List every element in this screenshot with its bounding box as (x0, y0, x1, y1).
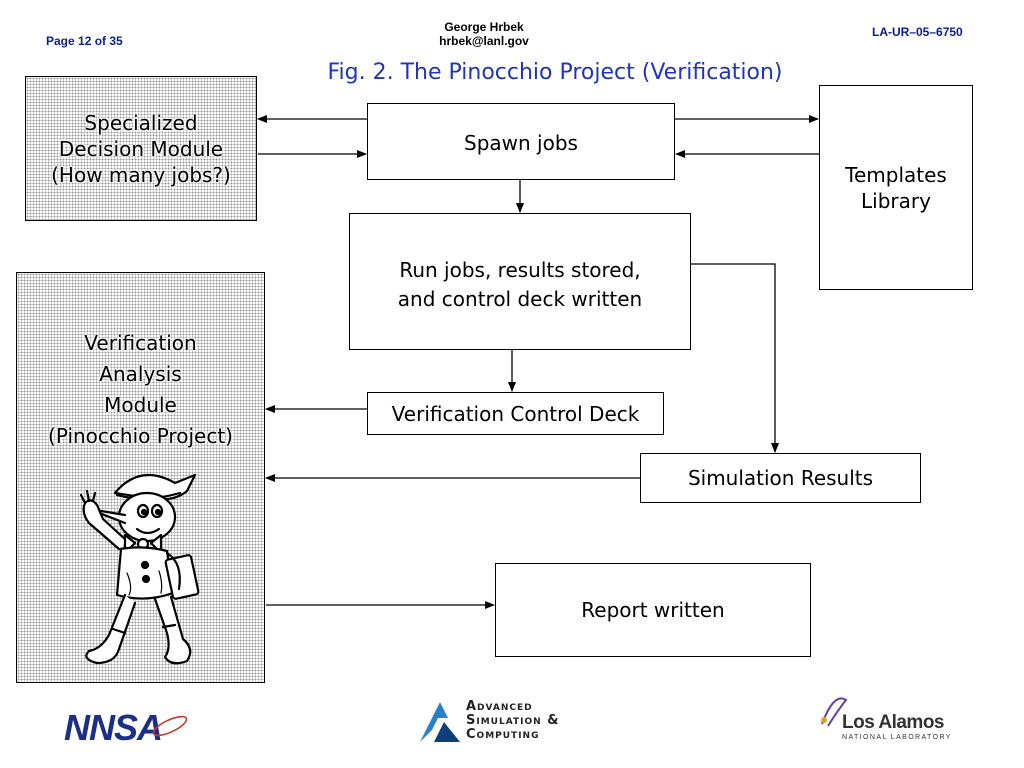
lanl-logo-subtext: NATIONAL LABORATORY (842, 734, 952, 741)
simulation-results-label: Simulation Results (687, 466, 874, 490)
asc-logo: Advanced Simulation & Computing (418, 700, 598, 746)
spawn-jobs-box: Spawn jobs (367, 103, 675, 180)
templates-library-box: Templates Library (819, 85, 973, 290)
run-jobs-line1: Run jobs, results stored, (399, 258, 641, 282)
verification-module-line1: Verification (84, 331, 197, 355)
report-written-box: Report written (495, 563, 811, 657)
templates-library-label: Templates Library (845, 162, 947, 214)
verification-module-line3: Module (104, 393, 177, 417)
decision-module-box: Specialized Decision Module (How many jo… (25, 76, 257, 221)
author-name: George Hrbek (444, 20, 524, 34)
run-jobs-box: Run jobs, results stored, and control de… (349, 213, 691, 350)
lanl-logo: Los Alamos NATIONAL LABORATORY (814, 690, 964, 746)
control-deck-box: Verification Control Deck (367, 392, 664, 435)
run-jobs-line2: and control deck written (397, 287, 643, 311)
verification-module-line2: Analysis (99, 362, 182, 386)
asc-logo-text: Advanced Simulation & Computing (466, 700, 560, 742)
lanl-logo-icon (821, 697, 848, 727)
verification-module-label: Verification Analysis Module (Pinocchio … (48, 328, 233, 452)
decision-module-line1: Specialized (84, 110, 198, 135)
spawn-jobs-label: Spawn jobs (464, 131, 578, 155)
verification-module-line4: (Pinocchio Project) (48, 424, 233, 448)
decision-module-line3: (How many jobs?) (51, 162, 231, 187)
report-written-label: Report written (581, 598, 725, 622)
figure-title: Fig. 2. The Pinocchio Project (Verificat… (327, 60, 783, 85)
author-email: hrbek@lanl.gov (439, 34, 529, 48)
asc-logo-line3: Computing (466, 727, 540, 742)
templates-library-line2: Library (861, 188, 931, 213)
page-number: Page 12 of 35 (46, 34, 123, 48)
simulation-results-box: Simulation Results (640, 453, 921, 503)
run-jobs-label: Run jobs, results stored, and control de… (398, 256, 642, 314)
arrow-run-to-results (691, 263, 779, 453)
lanl-logo-text: Los Alamos (842, 712, 945, 733)
control-deck-label: Verification Control Deck (391, 401, 640, 426)
asc-logo-line2: Simulation & (466, 713, 560, 728)
decision-module-label: Specialized Decision Module (How many jo… (51, 110, 231, 188)
asc-logo-line1: Advanced (466, 699, 533, 714)
templates-library-line1: Templates (845, 162, 947, 187)
verification-module-box: Verification Analysis Module (Pinocchio … (16, 272, 265, 683)
pinocchio-illustration (79, 473, 200, 665)
author-block: George Hrbek hrbek@lanl.gov (404, 20, 564, 48)
nnsa-logo: NNSA (62, 706, 202, 748)
nnsa-logo-graphic: NNSA (64, 707, 188, 748)
decision-module-line2: Decision Module (58, 136, 224, 161)
document-id: LA-UR–05–6750 (872, 25, 963, 39)
asc-logo-icon (420, 702, 460, 742)
nnsa-logo-text: NNSA (64, 707, 162, 746)
